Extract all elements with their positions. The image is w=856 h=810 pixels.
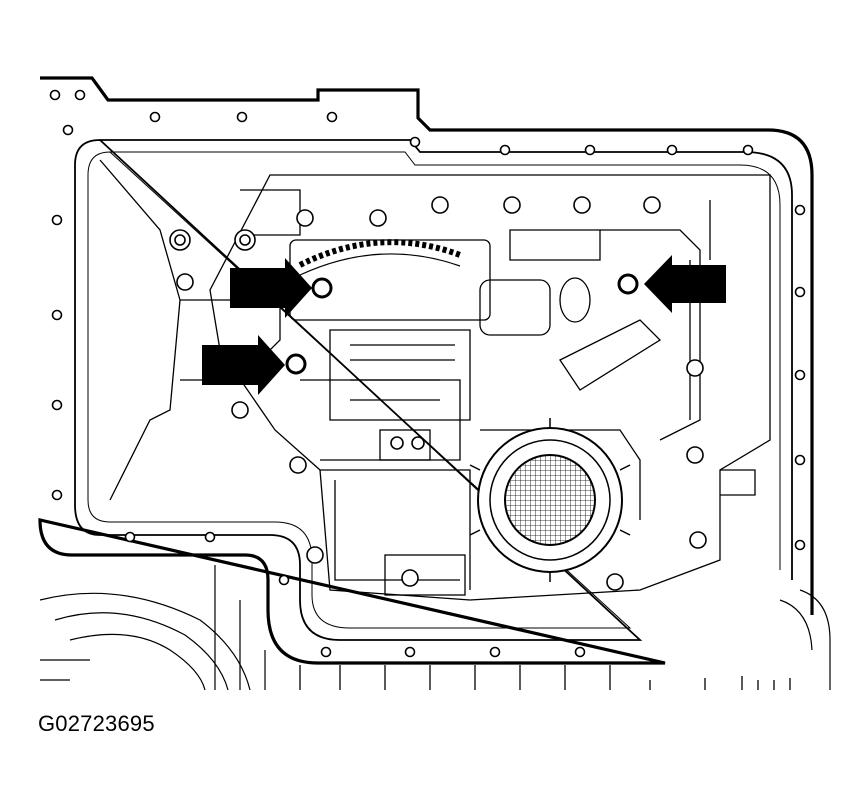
right-lower-edge bbox=[779, 589, 831, 690]
bolt-upper-left bbox=[311, 277, 333, 299]
bolt-callout-upper-left bbox=[230, 258, 312, 318]
gasket-line bbox=[74, 139, 793, 641]
valve-body bbox=[99, 159, 771, 601]
arrow-icon bbox=[202, 255, 726, 395]
oil-pan-outline bbox=[38, 76, 814, 665]
oil-filter-icon bbox=[469, 418, 631, 582]
bolt-right bbox=[617, 273, 639, 295]
bolt-lower-left bbox=[285, 353, 307, 375]
valve-body-diagram bbox=[38, 76, 831, 691]
bolt-callout-right bbox=[644, 255, 726, 313]
figure-caption: G02723695 bbox=[38, 711, 155, 736]
pan-holes bbox=[49, 89, 806, 658]
gear-assembly bbox=[298, 239, 462, 276]
bolt-callout-lower-left bbox=[202, 335, 285, 395]
diagram-svg bbox=[38, 76, 831, 691]
target-bolts bbox=[285, 273, 639, 375]
bolt-icon bbox=[169, 196, 707, 591]
gasket-line-inner bbox=[87, 151, 781, 629]
case-ribs bbox=[299, 665, 791, 690]
lower-housing bbox=[39, 565, 266, 691]
